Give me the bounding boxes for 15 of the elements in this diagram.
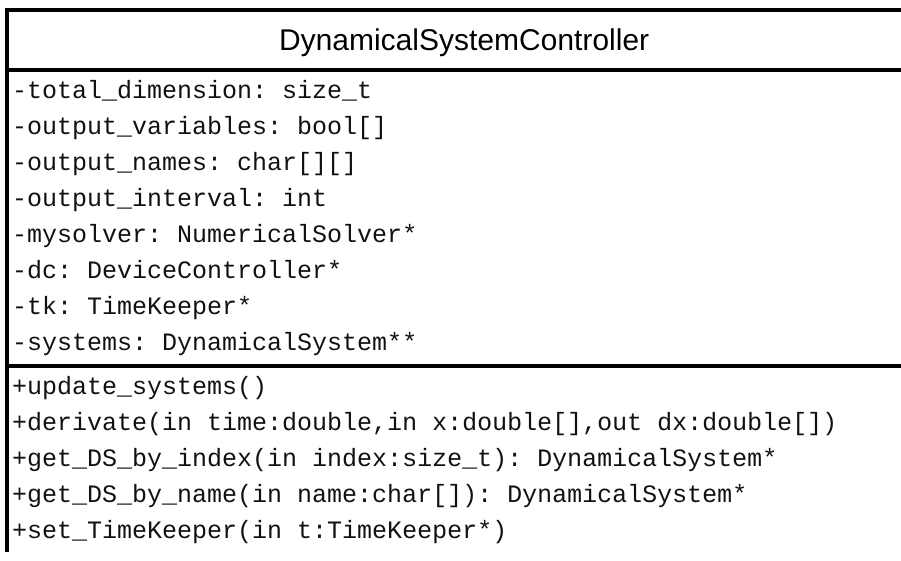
operation-text: +get_DS_by_name(in name:char[]): DynamicalSystem* — [12, 480, 748, 512]
attribute-text: -output_variables: bool[] — [12, 112, 388, 144]
attribute-text: -tk: TimeKeeper* — [12, 292, 252, 324]
attribute-text: -output_names: char[][] — [12, 148, 358, 180]
attribute-text: -mysolver: NumericalSolver* — [12, 220, 418, 252]
attribute-text: -output_interval: int — [12, 184, 328, 216]
class-name: DynamicalSystemController — [278, 22, 650, 58]
operation-text: +update_systems() — [12, 372, 268, 404]
attribute-text: -dc: DeviceController* — [12, 256, 342, 288]
attribute-text: -systems: DynamicalSystem** — [12, 328, 418, 360]
attribute-text: -total_dimension: size_t — [12, 76, 372, 108]
operation-text: +get_DS_by_index(in index:size_t): DynamicalSystem* — [12, 444, 778, 476]
operation-text: +set_TimeKeeper(in t:TimeKeeper*) — [12, 516, 508, 548]
operation-text: +derivate(in time:double,in x:double[],out dx:double[]) — [12, 408, 838, 440]
class-box — [5, 8, 901, 552]
